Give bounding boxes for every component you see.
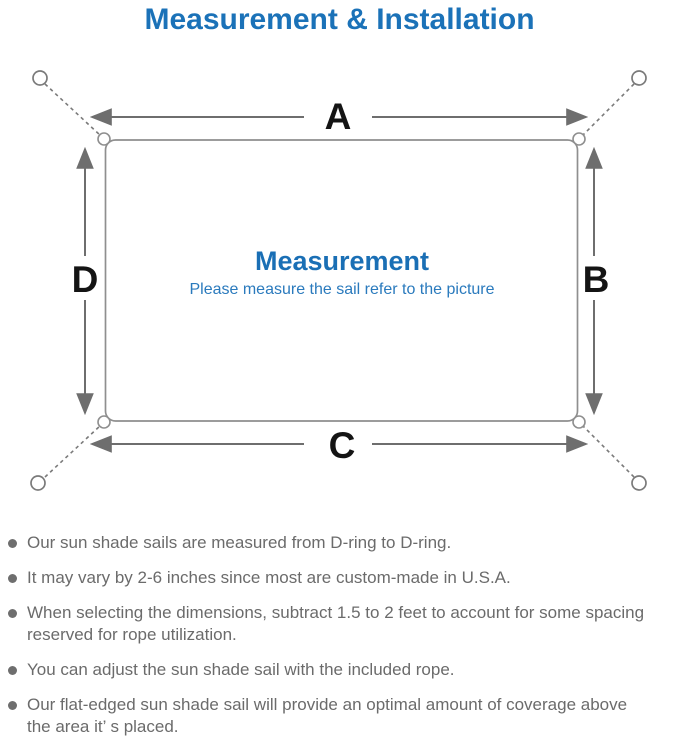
- d-ring-top-right: [572, 132, 586, 146]
- anchor-circle-bottom-right: [631, 475, 647, 491]
- list-item: When selecting the dimensions, subtract …: [4, 602, 677, 646]
- label-dimension-b: B: [583, 259, 610, 300]
- rope-dashed-lines: [44, 83, 635, 478]
- list-item: You can adjust the sun shade sail with t…: [4, 659, 677, 681]
- rope-line-top-left: [44, 83, 102, 137]
- notes-list: Our sun shade sails are measured from D-…: [4, 532, 677, 739]
- label-dimension-a: A: [325, 96, 352, 137]
- dimension-arrows: [76, 108, 603, 453]
- bullet-icon: [8, 666, 17, 675]
- rope-line-top-right: [581, 83, 635, 137]
- bullet-icon: [8, 609, 17, 618]
- list-item: It may vary by 2-6 inches since most are…: [4, 567, 677, 589]
- center-subtitle: Please measure the sail refer to the pic…: [189, 281, 494, 298]
- label-dimension-c: C: [329, 425, 356, 466]
- d-ring-bottom-left: [97, 415, 111, 429]
- list-item: Our sun shade sails are measured from D-…: [4, 532, 677, 554]
- measurement-diagram: A B C D Measurement Please measure the s…: [30, 70, 647, 491]
- bullet-icon: [8, 574, 17, 583]
- anchor-circle-top-right: [631, 70, 647, 86]
- d-ring-bottom-right: [572, 415, 586, 429]
- anchor-points: [30, 70, 647, 491]
- bullet-icon: [8, 539, 17, 548]
- note-text: It may vary by 2-6 inches since most are…: [27, 568, 511, 587]
- page-title: Measurement & Installation: [144, 3, 535, 36]
- anchor-circle-bottom-left: [30, 475, 46, 491]
- note-text: When selecting the dimensions, subtract …: [27, 603, 645, 644]
- label-dimension-d: D: [72, 259, 99, 300]
- rope-line-bottom-right: [581, 424, 635, 478]
- d-rings: [97, 132, 586, 429]
- center-heading: Measurement: [255, 246, 429, 276]
- d-ring-top-left: [97, 132, 111, 146]
- anchor-circle-top-left: [32, 70, 48, 86]
- bullet-icon: [8, 701, 17, 710]
- sail-rectangle: [104, 139, 579, 422]
- note-text: Our sun shade sails are measured from D-…: [27, 533, 452, 552]
- note-text: Our flat-edged sun shade sail will provi…: [27, 695, 628, 736]
- rope-line-bottom-left: [44, 424, 102, 478]
- list-item: Our flat-edged sun shade sail will provi…: [4, 694, 677, 738]
- note-text: You can adjust the sun shade sail with t…: [27, 660, 455, 679]
